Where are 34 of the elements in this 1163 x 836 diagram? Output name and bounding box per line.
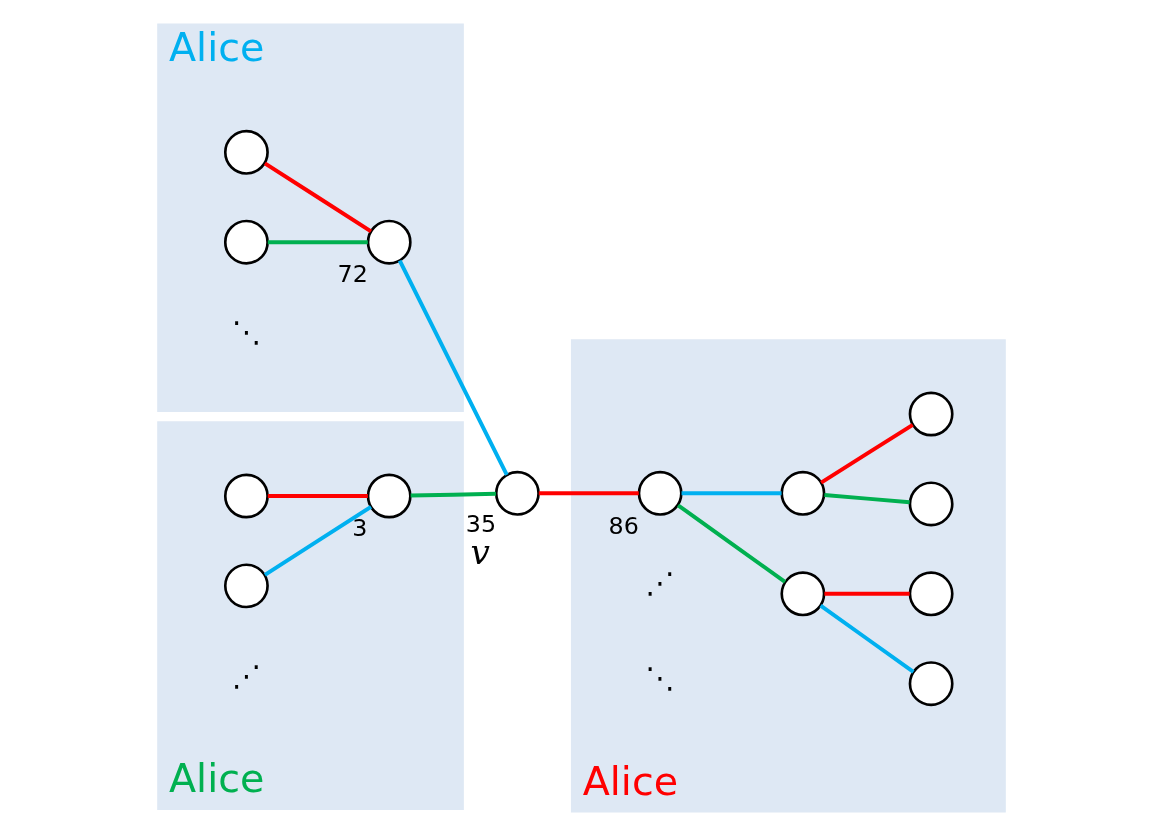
node-circle [494, 470, 540, 516]
connector [263, 505, 373, 577]
node-label: 72 [337, 260, 368, 289]
connector [676, 503, 787, 584]
label: ⋱ [645, 661, 675, 696]
node-circle [223, 129, 269, 175]
connector [824, 493, 910, 505]
connector [824, 591, 910, 596]
label: ⋰ [645, 566, 675, 601]
node-circle [366, 219, 412, 265]
node-circle [637, 470, 683, 516]
connector [410, 491, 496, 498]
connector [263, 161, 373, 234]
connector [819, 603, 915, 674]
node-circle [908, 481, 954, 527]
node-circle [223, 473, 269, 519]
node-circle [223, 563, 269, 609]
connector [267, 240, 368, 245]
node-circle [366, 473, 412, 519]
label: ⋱ [231, 315, 261, 350]
node-circle [908, 571, 954, 617]
node-circle [780, 470, 826, 516]
connector [397, 259, 509, 476]
node-circle [908, 661, 954, 707]
node-circle [908, 391, 954, 437]
connector [820, 423, 914, 485]
node-circle [780, 571, 826, 617]
node-circle [223, 219, 269, 265]
label: ⋰ [231, 658, 261, 693]
connector [681, 491, 782, 496]
connector [267, 494, 368, 498]
node-label: 3 [352, 514, 368, 543]
node-label: 86 [608, 511, 639, 540]
connector [538, 491, 639, 496]
